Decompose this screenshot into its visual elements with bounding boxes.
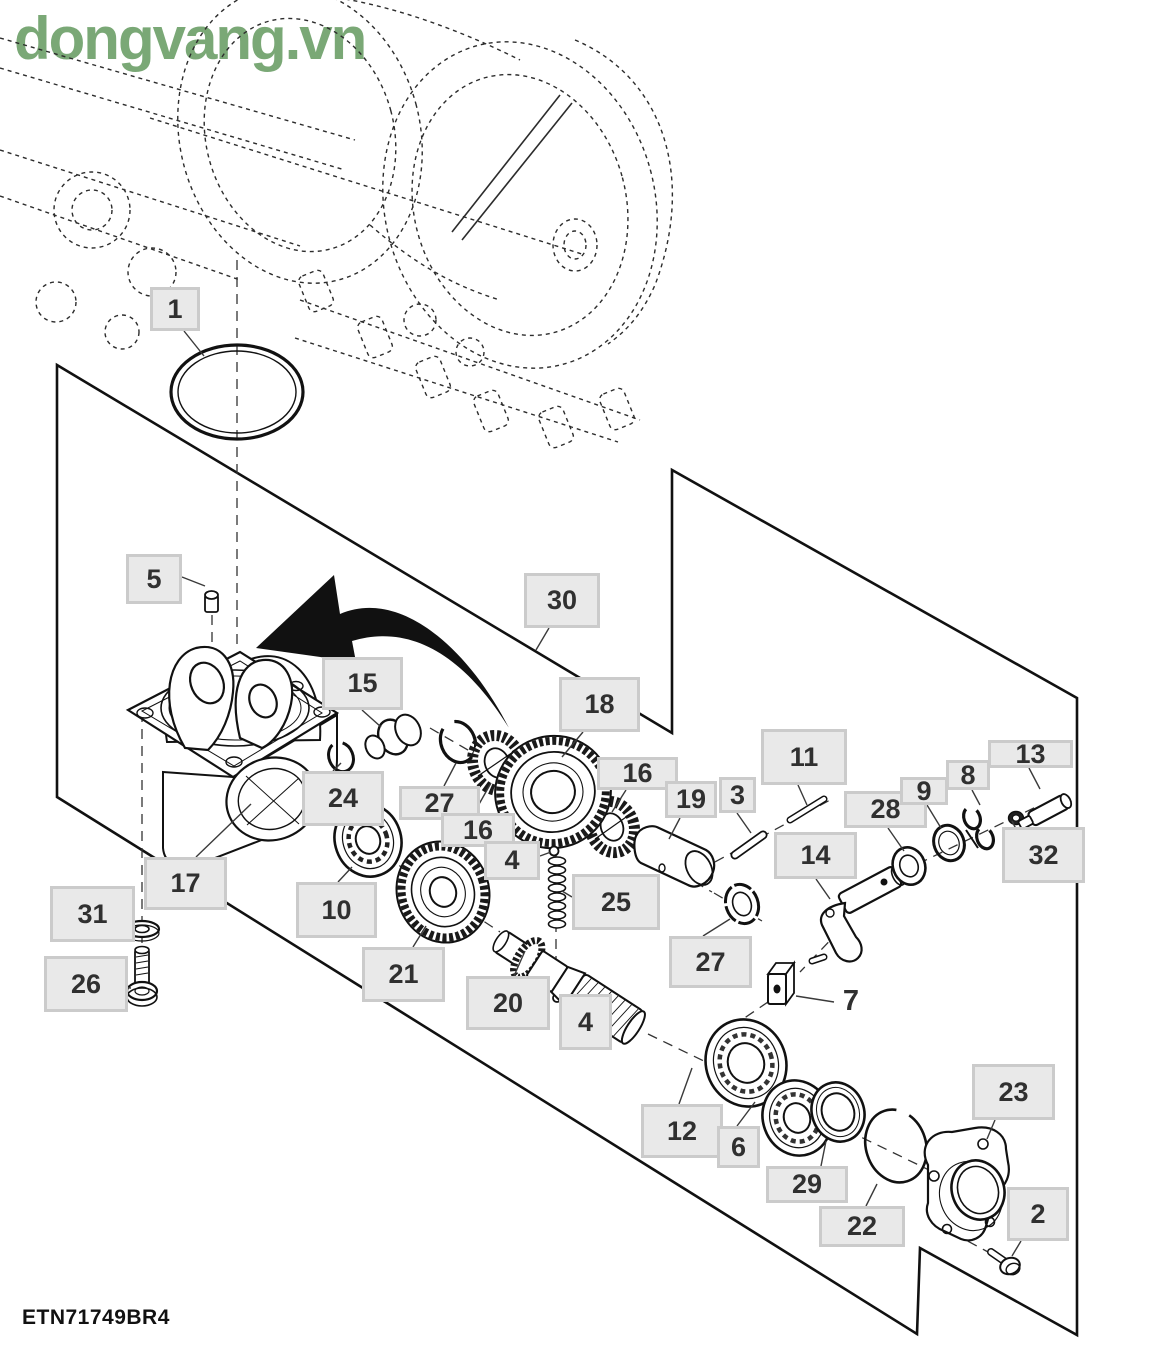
callout-leader-lines — [107, 330, 1041, 1257]
leader-line-4 — [539, 851, 552, 857]
gear-21-part — [395, 840, 491, 944]
callout-21: 21 — [362, 947, 445, 1002]
thrust-bearing-12-part — [704, 1018, 788, 1108]
plug-part — [364, 713, 422, 760]
callout-18: 18 — [559, 677, 640, 732]
watermark-text: dongvang.vn — [14, 5, 367, 72]
o-ring-9-part — [932, 823, 966, 863]
callout-8: 8 — [946, 760, 990, 790]
callout-10: 10 — [296, 882, 377, 938]
snap-ring-24-part — [327, 740, 355, 774]
bolt-2-part — [987, 1248, 1021, 1276]
leader-line-1 — [183, 330, 205, 357]
oil-seal-29-part — [810, 1081, 866, 1143]
leader-line-19 — [668, 817, 681, 840]
callout-15: 15 — [322, 657, 403, 710]
callout-14: 14 — [774, 832, 857, 879]
callout-31: 31 — [50, 886, 135, 942]
callout-1: 1 — [150, 287, 200, 331]
leader-line-5 — [181, 576, 206, 587]
snap-ring-27-part — [438, 719, 478, 765]
leader-line-11 — [797, 784, 808, 806]
callout-27: 27 — [669, 936, 752, 988]
bolt-26-part — [125, 945, 159, 1007]
leader-line-21 — [412, 925, 427, 948]
drawing-code: ETN71749BR4 — [22, 1306, 170, 1329]
panel-border — [55, 362, 1079, 1338]
shift-lever-part — [808, 866, 906, 965]
callout-17: 17 — [144, 857, 227, 910]
shift-block-part — [766, 960, 796, 1007]
leader-line-13 — [1028, 767, 1041, 790]
callout-12: 12 — [641, 1104, 723, 1158]
callout-16: 16 — [597, 757, 678, 790]
callout-3: 3 — [719, 777, 756, 813]
callout-11: 11 — [761, 729, 847, 785]
o-ring-part — [169, 343, 305, 441]
leader-line-3 — [736, 812, 752, 834]
leader-line-25 — [561, 890, 573, 898]
callout-4: 4 — [559, 994, 612, 1050]
leader-line-17 — [195, 803, 252, 858]
leader-line-18 — [561, 731, 584, 758]
callout-32: 32 — [1002, 827, 1085, 883]
transmission-phantom-view — [0, 0, 674, 449]
transmission-brace-lines — [451, 94, 573, 241]
leader-line-23 — [986, 1119, 996, 1140]
leader-line-27 — [702, 918, 731, 937]
callout-5: 5 — [126, 554, 182, 604]
leader-line-12 — [678, 1067, 693, 1105]
dowel-pin-part — [204, 590, 219, 613]
leader-line-16 — [611, 789, 627, 813]
leader-line-10 — [337, 866, 353, 883]
leader-line-2 — [1011, 1240, 1022, 1257]
rotate-direction-arrow — [256, 575, 509, 728]
leader-line-8 — [971, 789, 981, 806]
leader-line-15 — [361, 709, 382, 728]
gear-18-part — [494, 734, 612, 850]
leader-line-27 — [443, 762, 457, 787]
callout-24: 24 — [302, 771, 384, 826]
callout-13: 13 — [988, 739, 1073, 769]
callout-6: 6 — [717, 1126, 760, 1168]
cylinder-pin-19-part — [633, 825, 716, 888]
leader-line-14 — [815, 878, 831, 900]
bearing-retainer-part — [923, 1126, 1010, 1242]
leader-line-28 — [887, 827, 905, 852]
detent-ball-spring-parts — [547, 845, 567, 1003]
leader-line-24 — [332, 762, 342, 772]
callout-4: 4 — [484, 841, 540, 880]
leader-line-29 — [820, 1140, 827, 1167]
roll-pin-11-part — [786, 795, 828, 824]
callout-25: 25 — [572, 874, 660, 930]
callout-29: 29 — [766, 1166, 848, 1203]
callout-19: 19 — [665, 781, 717, 818]
callout-16: 16 — [441, 813, 515, 847]
callout-23: 23 — [972, 1064, 1055, 1120]
callout-9: 9 — [900, 776, 948, 806]
fitting-13-part — [1017, 793, 1073, 830]
leader-line-7 — [795, 995, 835, 1003]
roll-pin-3-part — [730, 830, 768, 860]
leader-line-9 — [926, 804, 942, 829]
leader-line-6 — [736, 1101, 756, 1127]
spring-clip-8-part — [961, 805, 996, 851]
thrust-washer-27-part — [723, 882, 761, 926]
callout-30: 30 — [524, 573, 600, 628]
callout-26: 26 — [44, 956, 128, 1012]
callout-7: 7 — [842, 984, 860, 1017]
leader-line-20 — [513, 950, 526, 977]
callout-2: 2 — [1007, 1187, 1069, 1241]
snap-ring-22-part — [863, 1108, 929, 1184]
pto-housing-part — [125, 645, 340, 867]
leader-line-30 — [535, 627, 550, 651]
callout-20: 20 — [466, 976, 550, 1030]
callout-22: 22 — [819, 1206, 905, 1247]
leader-line-22 — [865, 1183, 878, 1207]
